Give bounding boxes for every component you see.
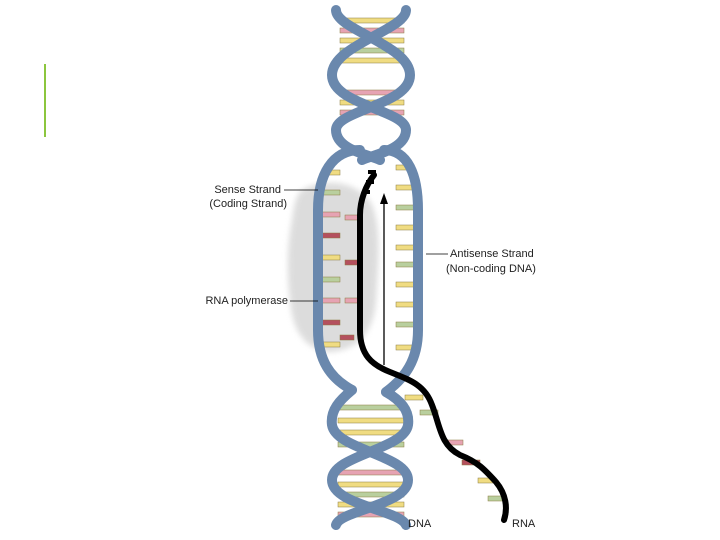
antisense-base — [396, 245, 414, 250]
rna-base — [345, 298, 359, 303]
sense-base — [322, 190, 340, 195]
non-coding-dna-label: (Non-coding DNA) — [446, 263, 536, 275]
rna-base — [340, 335, 354, 340]
sense-strand-label: Sense Strand — [214, 184, 281, 196]
helix-base-pair — [338, 405, 404, 410]
sense-base — [322, 255, 340, 260]
rna-base — [405, 395, 423, 400]
rna-base — [345, 260, 359, 265]
rna-label: RNA — [512, 518, 536, 530]
sense-base — [322, 233, 340, 238]
sense-base — [322, 320, 340, 325]
antisense-base — [396, 322, 414, 327]
sense-base — [322, 342, 340, 347]
transcription-direction-arrow — [380, 193, 388, 365]
helix-base-pair — [338, 470, 404, 475]
helix-base-pair — [338, 482, 404, 487]
antisense-strand-label: Antisense Strand — [450, 248, 534, 260]
rna-strand — [360, 170, 506, 520]
coding-strand-label: (Coding Strand) — [209, 198, 287, 210]
antisense-base — [396, 262, 414, 267]
helix-base-pair — [338, 418, 404, 423]
rna-polymerase-label: RNA polymerase — [205, 295, 288, 307]
helix-base-pair — [338, 430, 404, 435]
rna-base — [345, 215, 359, 220]
antisense-base — [396, 302, 414, 307]
dna-label: DNA — [408, 518, 432, 530]
sense-base — [322, 212, 340, 217]
sense-base — [322, 298, 340, 303]
antisense-base — [396, 282, 414, 287]
antisense-base — [396, 205, 414, 210]
sense-base — [322, 277, 340, 282]
helix-base-pair — [340, 58, 404, 63]
rna-polymerase-blob — [288, 183, 379, 352]
antisense-base — [396, 225, 414, 230]
